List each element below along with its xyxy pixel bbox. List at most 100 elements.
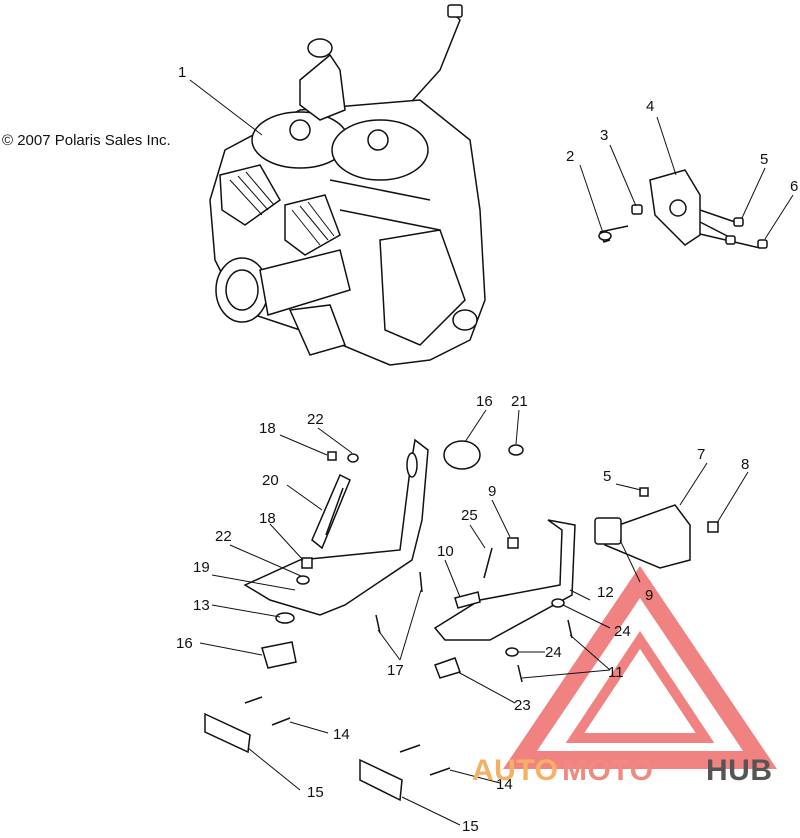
bumper-part-23	[434, 657, 461, 679]
callout-24: 24	[614, 623, 631, 640]
callout-7: 7	[697, 446, 705, 463]
spark-plug-right	[367, 129, 389, 151]
callout-18b: 18	[259, 510, 276, 527]
callout-10: 10	[437, 543, 454, 560]
watermark-triangle-outer	[503, 565, 777, 769]
spark-plug-left	[289, 119, 311, 141]
callout-12: 12	[597, 584, 614, 601]
callout-25: 25	[461, 507, 478, 524]
callout-16b: 16	[176, 635, 193, 652]
callout-3: 3	[600, 127, 608, 144]
callout-2: 2	[566, 148, 574, 165]
washer-part-21	[508, 444, 524, 456]
mount-rubber-part-16	[443, 440, 481, 470]
block-seam	[329, 179, 431, 201]
callout-15: 15	[307, 784, 324, 801]
bracket-part-19	[243, 438, 429, 616]
mount-plate-hole	[669, 199, 687, 217]
callout-14b: 14	[496, 776, 513, 793]
callout-13: 13	[193, 597, 210, 614]
watermark-word-hub: HUB	[706, 754, 773, 787]
exhaust-manifold	[259, 249, 351, 316]
shield-part-15	[204, 712, 251, 754]
bolt-part-6	[757, 239, 768, 249]
rivet-part-14	[244, 696, 263, 704]
callout-9b: 9	[645, 587, 653, 604]
bracket-part-12	[433, 519, 576, 641]
callout-4: 4	[646, 98, 654, 115]
watermark-word-moto: MOTO	[562, 754, 653, 787]
coolant-outlet	[299, 53, 346, 121]
callout-numbers: 1 2 3 4 5 6 16 21 22 18 20 9 25 5 7 8 22…	[176, 64, 798, 835]
callout-14: 14	[333, 726, 350, 743]
washer-part-22	[347, 453, 359, 463]
watermark-triangle-inner	[565, 630, 715, 743]
washer-part-24b	[505, 647, 519, 657]
bracket-slot-19	[406, 452, 418, 478]
callout-1: 1	[178, 64, 186, 81]
oil-pump	[288, 304, 346, 356]
block-seam-2	[339, 209, 441, 231]
bolt-part-5b	[725, 235, 736, 245]
washer-part-22b	[296, 575, 310, 585]
callout-22b: 22	[215, 528, 232, 545]
washer-part-24	[551, 598, 565, 608]
copyright-notice: © 2007 Polaris Sales Inc.	[2, 132, 171, 149]
callout-22: 22	[307, 411, 324, 428]
callout-5: 5	[760, 151, 768, 168]
bolt-head-part-2	[598, 231, 612, 241]
nut-part-3	[631, 204, 643, 215]
stud-part-17b	[375, 614, 381, 634]
strap-slot-20	[325, 487, 344, 536]
exhaust-port-inner	[225, 269, 259, 311]
callout-15b: 15	[462, 818, 479, 833]
watermark-logo	[503, 565, 777, 769]
callout-17: 17	[387, 662, 404, 679]
callout-9: 9	[488, 483, 496, 500]
crank-end	[452, 309, 478, 331]
stud-part-11	[567, 619, 573, 639]
engine-assembly	[209, 4, 486, 366]
mount-block-part-9	[594, 517, 622, 545]
callout-19: 19	[193, 559, 210, 576]
nut-part-8	[707, 521, 719, 533]
bolt-part-5-lower	[639, 487, 649, 497]
rivet-part-14b	[271, 717, 291, 726]
callout-16: 16	[476, 393, 493, 410]
upper-mount-group	[598, 169, 768, 249]
bolt-part-5	[733, 217, 744, 227]
stud-part-11b	[517, 664, 523, 683]
callout-18: 18	[259, 420, 276, 437]
lower-mount-group	[204, 438, 719, 802]
mount-rubber-part-16b	[261, 641, 297, 669]
callout-6: 6	[790, 178, 798, 195]
bolt-part-25	[483, 547, 493, 579]
callout-21: 21	[511, 393, 528, 410]
rivet-part-14d	[429, 767, 451, 776]
watermark-text: AUTO MOTO HUB	[472, 754, 773, 787]
callout-20: 20	[262, 472, 279, 489]
watermark-word-auto: AUTO	[472, 754, 558, 787]
shield-part-15b	[359, 758, 403, 802]
intake-fins	[229, 171, 335, 246]
callout-11: 11	[608, 664, 624, 681]
leader-lines	[189, 79, 794, 826]
stud-part-17	[419, 571, 423, 593]
callout-24b: 24	[545, 644, 562, 661]
intake-left	[219, 164, 281, 226]
callout-23: 23	[514, 697, 531, 714]
intake-right	[284, 194, 341, 256]
strap-part-20	[311, 473, 351, 550]
nut-part-9	[507, 537, 519, 549]
coolant-neck	[307, 38, 333, 58]
spacer-part-10	[454, 591, 481, 609]
callout-8: 8	[741, 456, 749, 473]
nut-part-18	[327, 451, 337, 461]
callout-5b: 5	[603, 468, 611, 485]
nut-part-18b	[301, 557, 313, 569]
rivet-part-14c	[399, 744, 421, 753]
crankcase	[379, 229, 466, 346]
wire-connector	[447, 4, 463, 18]
